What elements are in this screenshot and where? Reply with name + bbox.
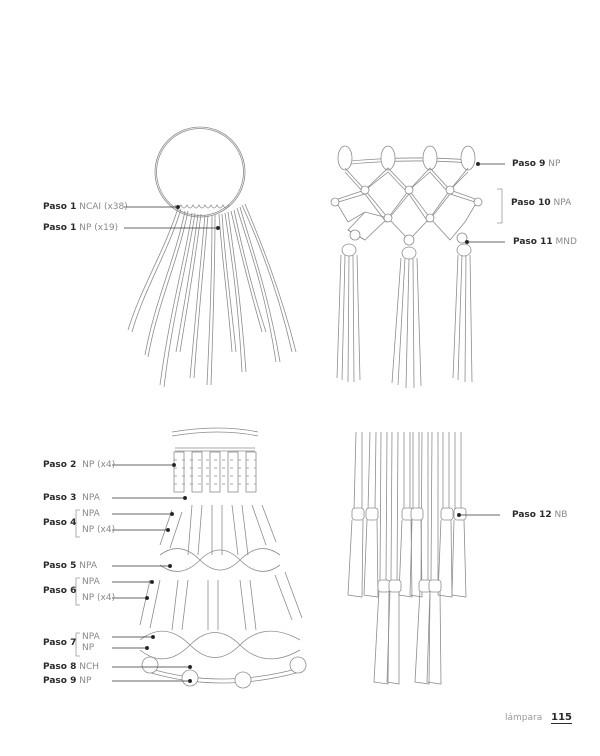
tassels-illustration (347, 431, 467, 685)
lampshade-illustration (139, 427, 307, 689)
label-paso10-npa: Paso 10 NPA (511, 198, 572, 208)
ring-illustration (127, 126, 297, 388)
label-paso9-np-top: Paso 9 NP (512, 159, 561, 169)
label-paso11-mnd: Paso 11 MND (513, 237, 577, 247)
label-paso4-npa: NPA (82, 509, 100, 519)
label-paso4-np: NP (x4) (82, 525, 116, 535)
label-paso5-npa: Paso 5 NPA (43, 561, 97, 571)
label-paso6-npa: NPA (82, 577, 100, 587)
label-paso8-nch: Paso 8 NCH (43, 662, 100, 672)
label-paso1-np: Paso 1 NP (x19) (43, 223, 119, 233)
label-paso6: Paso 6 (43, 586, 77, 596)
label-paso7-np: NP (82, 643, 95, 653)
label-paso6-np: NP (x4) (82, 593, 116, 603)
label-paso2-np: Paso 2 NP (x4) (43, 460, 116, 470)
page-number: 115 (551, 712, 572, 724)
label-paso7-npa: NPA (82, 632, 100, 642)
label-paso7: Paso 7 (43, 638, 77, 648)
label-paso3-npa: Paso 3 NPA (43, 493, 100, 503)
label-paso1-ncai: Paso 1 NCAI (x38) (43, 202, 128, 212)
label-paso9-np-bottom: Paso 9 NP (43, 676, 92, 686)
label-paso4: Paso 4 (43, 518, 77, 528)
section-name: lámpara (505, 713, 543, 723)
page-footer: lámpara 115 (505, 712, 572, 724)
leader-lines (75, 161, 505, 684)
label-paso12-nb: Paso 12 NB (512, 510, 568, 520)
net-illustration (330, 145, 483, 389)
